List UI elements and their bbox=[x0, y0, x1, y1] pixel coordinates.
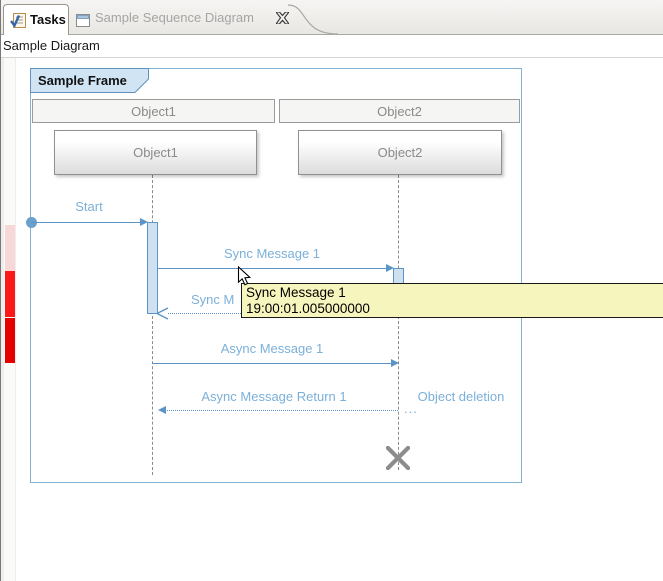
object-box-object1[interactable]: Object1 bbox=[54, 130, 257, 175]
lifeline-object2[interactable] bbox=[398, 175, 399, 470]
tooltip-time: 19:00:01.005000000 bbox=[246, 301, 370, 316]
arrowhead-async1 bbox=[391, 359, 399, 367]
ruler-marker-pink[interactable] bbox=[5, 225, 15, 271]
arrowhead-async-return bbox=[158, 406, 166, 414]
column-header-label: Object2 bbox=[377, 103, 422, 119]
tab-edge-curve bbox=[287, 4, 339, 35]
lifeline-column-header-object2[interactable]: Object2 bbox=[279, 99, 520, 123]
message-line-start[interactable] bbox=[31, 222, 141, 223]
view-header: Sample Diagram bbox=[0, 35, 663, 58]
sequence-frame[interactable] bbox=[30, 68, 522, 483]
view-header-title: Sample Diagram bbox=[3, 38, 100, 53]
arrowhead-start bbox=[140, 218, 148, 226]
ruler-marker-red[interactable] bbox=[5, 271, 15, 317]
close-icon[interactable] bbox=[276, 12, 289, 24]
message-line-async1[interactable] bbox=[152, 363, 392, 364]
frame-label-shape[interactable]: Sample Frame bbox=[30, 68, 149, 93]
object-deletion-cross-icon[interactable] bbox=[386, 446, 410, 470]
tab-bar bbox=[0, 0, 663, 35]
activation-bar-object2[interactable] bbox=[393, 268, 404, 284]
message-line-async-return[interactable] bbox=[165, 410, 398, 411]
message-label-sync-return[interactable]: Sync M bbox=[191, 292, 235, 307]
object-box-label: Object1 bbox=[133, 145, 178, 160]
message-line-sync1[interactable] bbox=[158, 268, 387, 269]
window-icon bbox=[76, 14, 90, 27]
tasks-icon bbox=[10, 13, 26, 28]
message-label-start[interactable]: Start bbox=[75, 199, 103, 214]
message-line-sync-return[interactable] bbox=[168, 313, 241, 314]
tab-tasks-label: Tasks bbox=[30, 12, 66, 27]
message-label-sync1[interactable]: Sync Message 1 bbox=[223, 246, 321, 261]
activation-bar-object1[interactable] bbox=[147, 222, 158, 314]
tab-sequence-label: Sample Sequence Diagram bbox=[95, 10, 254, 25]
lifeline-object1[interactable] bbox=[152, 175, 153, 475]
label-object-deletion[interactable]: Object deletion bbox=[417, 389, 505, 404]
arrowhead-sync1 bbox=[386, 264, 394, 272]
object-box-object2[interactable]: Object2 bbox=[298, 130, 502, 175]
column-header-label: Object1 bbox=[131, 103, 176, 119]
lifeline-column-header-object1[interactable]: Object1 bbox=[32, 99, 275, 123]
mouse-cursor-icon bbox=[237, 266, 252, 286]
object-box-label: Object2 bbox=[377, 145, 423, 160]
tab-tasks[interactable]: Tasks bbox=[3, 4, 69, 35]
frame-label-text: Sample Frame bbox=[38, 73, 127, 88]
open-arrowhead-sync-return bbox=[155, 307, 169, 320]
tab-sample-sequence-diagram[interactable]: Sample Sequence Diagram bbox=[70, 4, 300, 35]
tooltip: Sync Message 1 19:00:01.005000000 bbox=[241, 283, 663, 318]
label-ellipsis: ... bbox=[404, 401, 418, 416]
tooltip-title: Sync Message 1 bbox=[246, 285, 346, 300]
ruler-marker-dark-red[interactable] bbox=[5, 318, 15, 363]
message-label-async1[interactable]: Async Message 1 bbox=[220, 341, 324, 356]
window-left-border bbox=[0, 0, 1, 581]
message-label-async-return[interactable]: Async Message Return 1 bbox=[201, 389, 347, 404]
